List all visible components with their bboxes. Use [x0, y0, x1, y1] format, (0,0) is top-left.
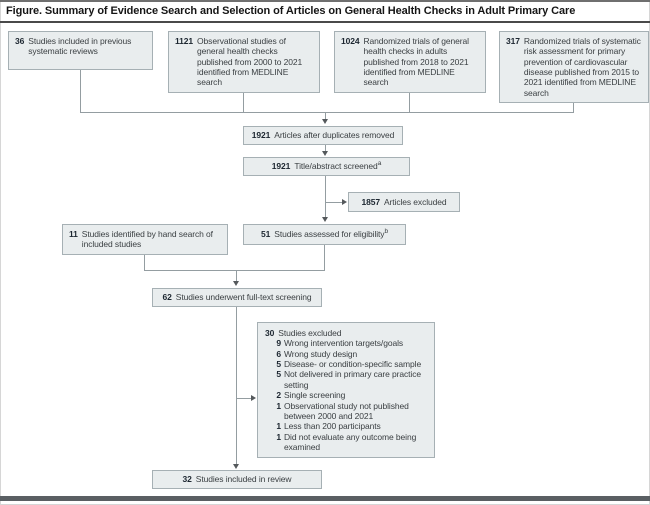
connector-line: [243, 84, 244, 112]
arrow-down-icon: [322, 119, 328, 124]
box-label: Studies excluded: [278, 328, 342, 338]
box-label: Studies assessed for eligibilityb: [274, 228, 388, 240]
box-articles-excluded: 1857 Articles excluded: [348, 192, 460, 212]
study-count: 30: [265, 328, 275, 338]
arrow-right-icon: [342, 199, 347, 205]
box-assessed-eligibility: 51 Studies assessed for eligibilityb: [243, 224, 406, 245]
connector-line: [324, 245, 325, 271]
exclusion-reason: 5 Not delivered in primary care practice…: [276, 369, 421, 390]
box-title-abstract-screened: 1921 Title/abstract screeneda: [243, 157, 410, 176]
exclusion-reason: 5 Disease- or condition-specific sample: [276, 359, 422, 370]
arrow-down-icon: [322, 217, 328, 222]
excluded-header: 30 Studies excluded: [265, 328, 427, 338]
connector-line: [144, 270, 325, 271]
study-count: 1121: [175, 36, 194, 46]
study-count: 62: [162, 292, 172, 303]
connector-line: [236, 270, 237, 282]
box-randomized-risk-assessment: 317 Randomized trials of systematic risk…: [499, 31, 649, 104]
box-label: Articles after duplicates removed: [274, 130, 395, 141]
connector-line: [80, 68, 81, 112]
box-studies-excluded: 30 Studies excluded 9 Wrong intervention…: [257, 322, 435, 459]
box-observational-studies: 1121 Observational studies of general he…: [168, 31, 320, 93]
footnote-marker: b: [384, 228, 388, 236]
figure-title: Figure. Summary of Evidence Search and S…: [6, 5, 576, 17]
study-count: 36: [15, 36, 25, 46]
box-hand-search: 11 Studies identified by hand search of …: [62, 224, 228, 255]
box-label: Randomized trials of systematic risk ass…: [523, 36, 641, 98]
box-previous-reviews: 36 Studies included in previous systemat…: [8, 31, 153, 70]
exclusion-reason: 9 Wrong intervention targets/goals: [276, 338, 404, 349]
box-label: Studies identified by hand search of inc…: [81, 229, 213, 250]
exclusion-reason: 6 Wrong study design: [276, 348, 358, 359]
box-duplicates-removed: 1921 Articles after duplicates removed: [243, 126, 403, 145]
box-label: Randomized trials of general health chec…: [363, 36, 470, 88]
bottom-rule: [0, 496, 650, 501]
exclusion-reason: 1 Observational study not published betw…: [276, 400, 409, 421]
top-rule: [0, 0, 650, 2]
connector-line: [236, 398, 252, 399]
connector-line: [409, 84, 410, 112]
box-label: Studies included in review: [195, 474, 292, 485]
connector-line: [325, 145, 326, 152]
box-label: Studies included in previous systematic …: [28, 36, 132, 57]
arrow-down-icon: [233, 281, 239, 286]
box-included-in-review: 32 Studies included in review: [152, 470, 322, 489]
study-count: 1921: [271, 161, 291, 172]
box-label: Articles excluded: [383, 196, 447, 207]
exclusion-reason: 2 Single screening: [276, 390, 346, 401]
footnote-marker: a: [377, 160, 382, 168]
box-full-text-screening: 62 Studies underwent full-text screening: [152, 288, 322, 307]
connector-line: [325, 176, 326, 218]
box-label: Title/abstract screeneda: [294, 160, 382, 172]
exclusion-reason: 1 Did not evaluate any outcome being exa…: [276, 431, 417, 452]
arrow-down-icon: [322, 151, 328, 156]
study-count: 317: [506, 36, 520, 46]
study-count: 1921: [251, 130, 271, 141]
arrow-right-icon: [251, 395, 256, 401]
study-count: 11: [69, 229, 78, 239]
study-count: 32: [182, 474, 192, 485]
connector-line: [236, 306, 237, 465]
study-count: 1857: [361, 196, 380, 207]
title-divider-rule: [0, 21, 650, 23]
box-label: Observational studies of general health …: [197, 36, 303, 88]
study-count: 51: [261, 229, 271, 240]
box-randomized-health-checks: 1024 Randomized trials of general health…: [334, 31, 486, 93]
arrow-down-icon: [233, 464, 239, 469]
box-label: Studies underwent full-text screening: [175, 292, 312, 303]
connector-line: [325, 202, 342, 203]
exclusion-reason: 1 Less than 200 participants: [276, 421, 381, 432]
study-count: 1024: [341, 36, 360, 46]
connector-line: [80, 112, 574, 113]
connector-line: [325, 112, 326, 121]
connector-line: [144, 254, 145, 271]
